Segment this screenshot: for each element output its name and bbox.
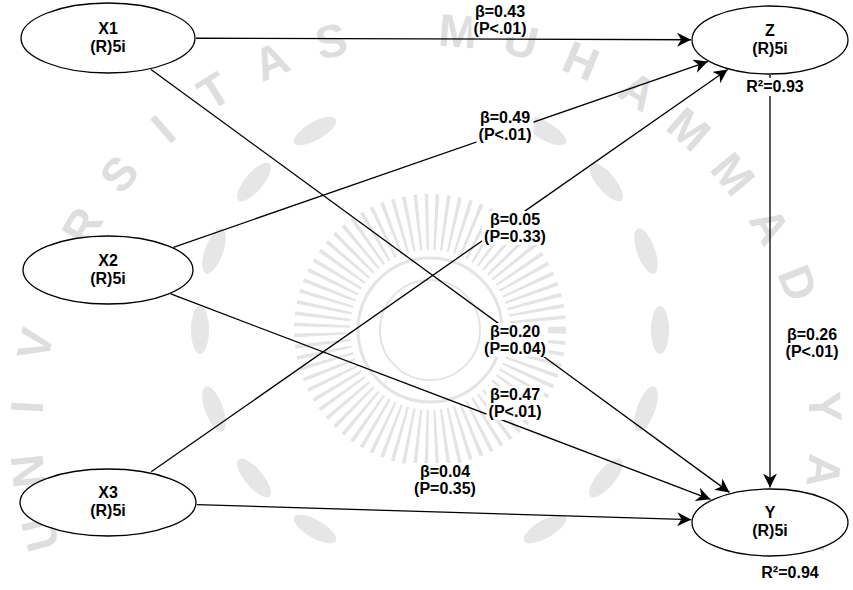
- path-coefficient: β=0.20 (P=0.04): [482, 323, 548, 357]
- ellipse-outline: [692, 489, 848, 556]
- path-coefficient: β=0.47 (P<.01): [487, 386, 544, 420]
- watermark-letter: I: [143, 107, 183, 150]
- variable-name: Z: [765, 22, 775, 40]
- watermark-letter: D: [771, 259, 826, 307]
- variable-ellipse: Y(R)5i: [691, 488, 849, 557]
- crest-ring: [380, 280, 480, 380]
- path-arrow: [197, 505, 691, 520]
- path-coefficient: β=0.43 (P<.01): [472, 3, 529, 37]
- ellipse-outline: [692, 6, 848, 74]
- watermark-letter: A: [611, 62, 664, 119]
- path-coefficient: β=0.05 (P=0.33): [482, 211, 548, 245]
- ellipse-outline: [20, 469, 196, 536]
- variable-ellipse: Z(R)5i: [691, 5, 849, 75]
- watermark-letter: I: [3, 400, 50, 415]
- variable-ellipse: X2(R)5i: [22, 235, 194, 305]
- watermark-letter: A: [247, 34, 295, 89]
- indicator-note: (R)5i: [752, 40, 788, 58]
- path-arrow: [173, 62, 707, 248]
- watermark-letter: T: [190, 64, 238, 118]
- watermark-letter: Y: [802, 391, 850, 424]
- path-arrow: [171, 294, 711, 499]
- variable-name: X3: [98, 484, 118, 502]
- watermark-letter: V: [10, 324, 62, 364]
- watermark-letter: M: [703, 145, 763, 204]
- ellipse-outline: [21, 3, 195, 73]
- laurel-leaves: [191, 111, 669, 549]
- variable-name: Y: [765, 504, 776, 522]
- path-coefficient: β=0.49 (P<.01): [477, 109, 534, 143]
- path-coefficient: β=0.26 (P<.01): [784, 326, 841, 360]
- indicator-note: (R)5i: [90, 38, 126, 56]
- watermark-letter: M: [659, 99, 718, 159]
- r-squared: R²=0.94: [759, 564, 820, 582]
- path-arrow: [151, 70, 727, 472]
- watermark-letter: S: [91, 148, 146, 201]
- path-arrow: [196, 38, 691, 39]
- crest-ring: [358, 258, 502, 402]
- variable-ellipse: X3(R)5i: [19, 468, 197, 537]
- indicator-note: (R)5i: [90, 270, 126, 288]
- watermark-letter: H: [557, 34, 605, 89]
- path-arrow: [151, 69, 730, 492]
- variable-name: X1: [98, 20, 118, 38]
- watermark-letter: S: [311, 15, 352, 67]
- watermark-letter: [386, 8, 402, 55]
- variable-name: X2: [98, 252, 118, 270]
- r-squared: R²=0.93: [744, 78, 805, 96]
- indicator-note: (R)5i: [90, 502, 126, 520]
- watermark-letter: A: [799, 452, 848, 490]
- indicator-note: (R)5i: [752, 522, 788, 540]
- variable-ellipse: X1(R)5i: [20, 2, 196, 74]
- ellipse-outline: [23, 236, 193, 304]
- path-coefficient: β=0.04 (P=0.35): [412, 463, 478, 497]
- path-arrow: [769, 75, 770, 488]
